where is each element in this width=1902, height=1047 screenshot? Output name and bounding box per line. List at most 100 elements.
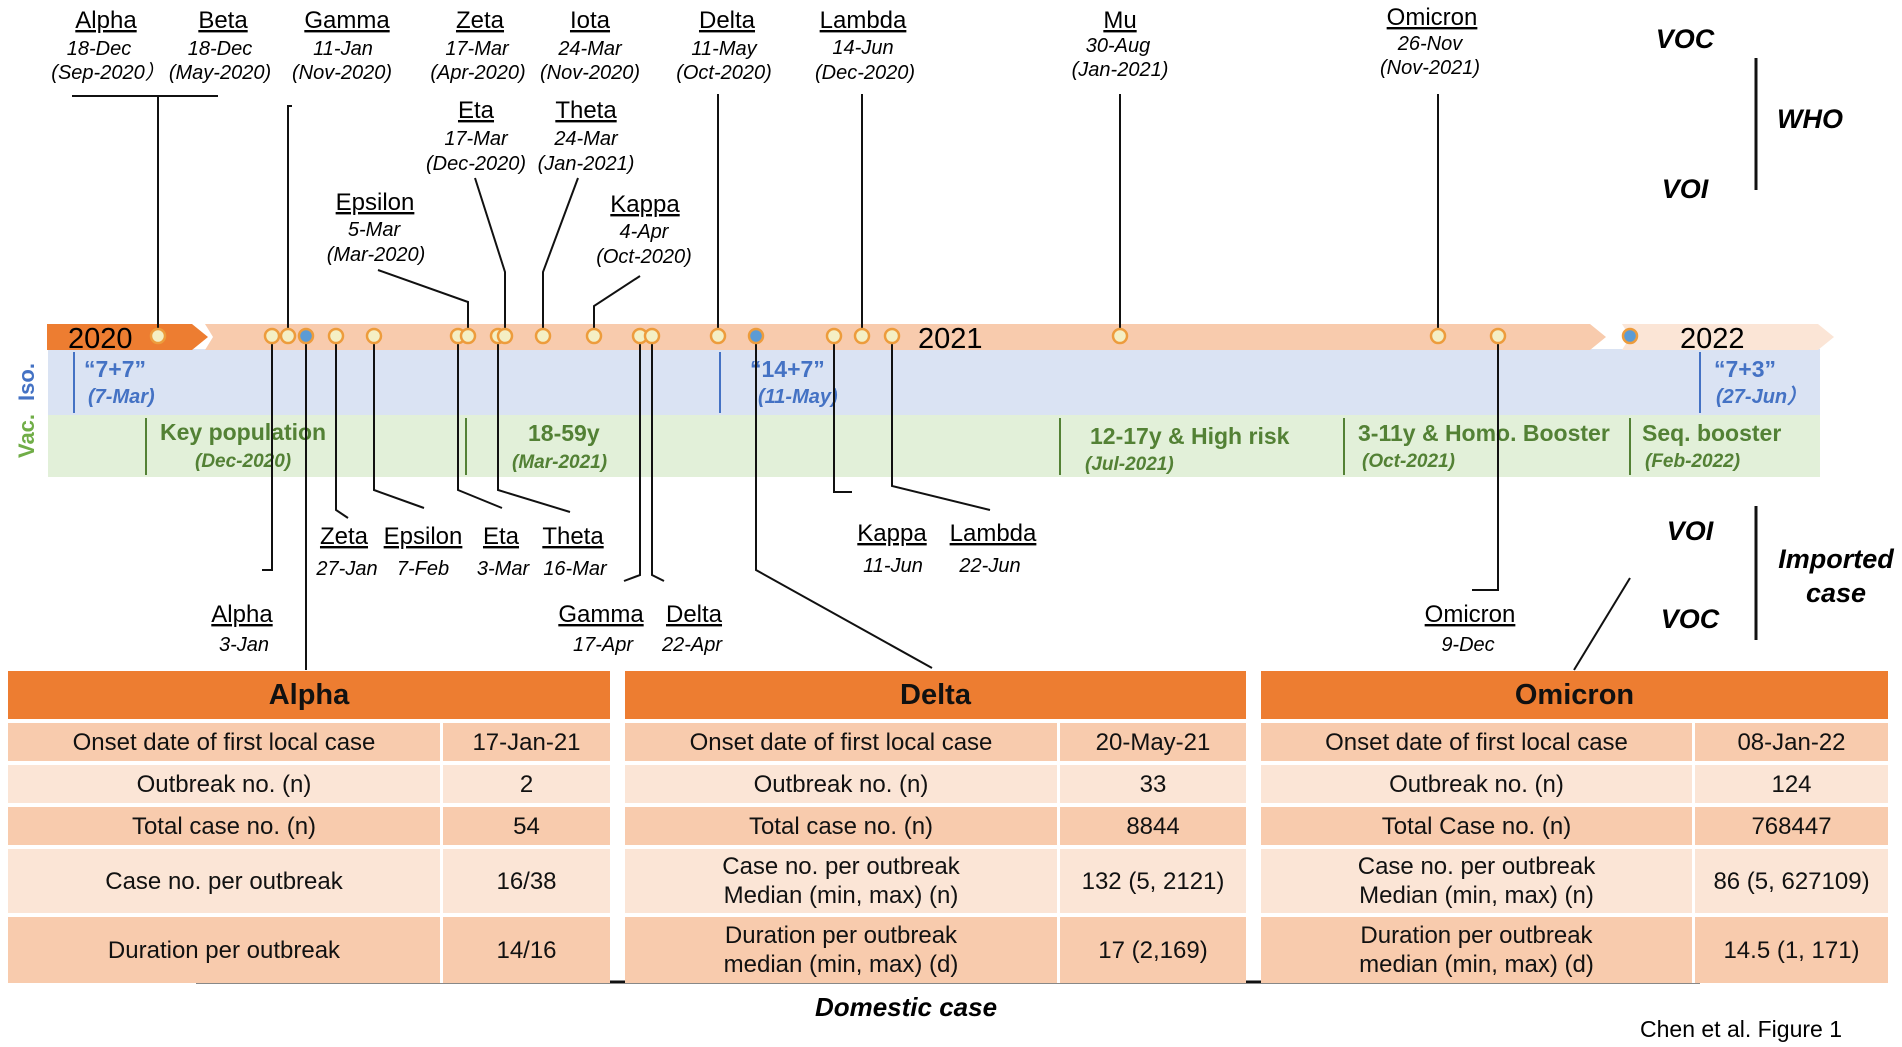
variant-origin: (Sep-2020）: [51, 61, 164, 84]
imported-variant-label: Epsilon 7-Feb: [384, 523, 463, 580]
row-value: 86 (5, 627109): [1695, 849, 1888, 913]
row-label: Outbreak no. (n): [625, 765, 1060, 803]
variant-date: 30-Aug: [1086, 35, 1151, 57]
who-connector: [474, 177, 506, 334]
variant-date: 22-Jun: [958, 555, 1020, 577]
vaccination-band: [48, 415, 1820, 477]
who-variant-label: Alpha 18-Dec (Sep-2020）: [51, 7, 164, 84]
year-2020-label: 2020: [68, 323, 133, 355]
variant-name: Kappa: [857, 520, 927, 547]
variant-date: 24-Mar: [557, 38, 623, 60]
local-case-marker: [747, 327, 765, 345]
who-variant-label: Iota 24-Mar (Nov-2020): [540, 7, 640, 84]
imported-variant-label: Eta 3-Mar: [477, 523, 531, 580]
variant-marker: [825, 327, 843, 345]
vaccination-phase-date: (Feb-2022): [1645, 451, 1740, 472]
variant-marker: [149, 327, 167, 345]
who-variant-label: Mu 30-Aug (Jan-2021): [1072, 7, 1169, 81]
variant-origin: (Dec-2020): [426, 153, 526, 175]
variant-name: Mu: [1103, 7, 1136, 34]
table-row: Outbreak no. (n)124: [1261, 765, 1888, 803]
variant-marker: [327, 327, 345, 345]
table-row: Total case no. (n)8844: [625, 807, 1247, 845]
row-label: Total Case no. (n): [1261, 807, 1695, 845]
variant-marker: [1429, 327, 1447, 345]
variant-date: 5-Mar: [348, 219, 402, 241]
vaccination-phase-date: (Oct-2021): [1362, 451, 1455, 472]
isolation-policy: “14+7” (11-May): [719, 352, 838, 413]
who-variant-label: Epsilon 5-Mar (Mar-2020): [327, 189, 426, 266]
variant-date: 4-Apr: [620, 221, 670, 243]
who-label: WHO: [1777, 104, 1843, 134]
variant-name: Delta: [699, 7, 756, 34]
who-variant-label: Kappa 4-Apr (Oct-2020): [596, 191, 692, 268]
imported-variant-label: Theta 16-Mar: [542, 523, 608, 580]
vaccination-axis-label: Vac.: [14, 414, 39, 458]
variant-date: 7-Feb: [397, 558, 449, 580]
imported-connector: [373, 340, 425, 509]
who-variant-label: Gamma 11-Jan (Nov-2020): [292, 7, 392, 84]
table-row: Total case no. (n)54: [8, 807, 610, 845]
imported-variant-label: Alpha 3-Jan: [211, 601, 273, 656]
domestic-case-label: Domestic case: [815, 992, 997, 1022]
imported-connector: [497, 340, 571, 513]
row-value: 54: [443, 807, 610, 845]
variant-origin: (Nov-2021): [1380, 57, 1480, 79]
vaccination-phase-date: (Jul-2021): [1085, 454, 1174, 475]
imported-variant-label: Omicron 9-Dec: [1425, 601, 1516, 656]
variant-date: 22-Apr: [661, 634, 723, 656]
imported-variant-label: Delta 22-Apr: [661, 601, 723, 656]
row-value: 14.5 (1, 171): [1695, 917, 1888, 983]
local-case-marker: [297, 327, 315, 345]
row-value: 768447: [1695, 807, 1888, 845]
row-label: Onset date of first local case: [1261, 723, 1695, 761]
variant-marker: [459, 327, 477, 345]
variant-name: Beta: [198, 7, 248, 34]
imported-connector: [262, 340, 273, 571]
imported-connector: [755, 340, 933, 669]
variant-origin: (Nov-2020): [292, 62, 392, 84]
row-label-line: median (min, max) (d): [723, 951, 959, 978]
imported-connector: [1573, 577, 1631, 671]
row-value: 16/38: [443, 849, 610, 913]
variant-marker: [534, 327, 552, 345]
who-variant-label: Beta 18-Dec (May-2020): [169, 7, 271, 84]
variant-date: 3-Jan: [219, 634, 269, 656]
who-variant-label: Theta 24-Mar (Jan-2021): [538, 97, 635, 175]
variant-date: 14-Jun: [832, 37, 893, 59]
variant-origin: (Mar-2020): [327, 244, 426, 266]
variant-marker: [263, 327, 281, 345]
row-label-line: Case no. per outbreak: [722, 853, 960, 880]
variant-name: Gamma: [558, 601, 644, 628]
variant-name: Theta: [542, 523, 604, 550]
isolation-policy-date: (27-Jun）: [1716, 385, 1807, 408]
variant-name: Delta: [666, 601, 723, 628]
who-connector: [287, 105, 292, 336]
vaccination-phase-group: Seq. booster: [1642, 420, 1781, 446]
variant-date: 27-Jan: [315, 558, 377, 580]
variant-name: Eta: [483, 523, 520, 550]
isolation-band: [48, 349, 1820, 415]
variant-origin: (May-2020): [169, 62, 271, 84]
who-variant-label: Eta 17-Mar (Dec-2020): [426, 97, 526, 175]
vaccination-phase-group: 18-59y: [528, 420, 600, 446]
table-row: Total Case no. (n)768447: [1261, 807, 1888, 845]
variant-origin: (Dec-2020): [815, 62, 915, 84]
row-value: 8844: [1060, 807, 1247, 845]
variant-date: 11-Jun: [863, 555, 923, 577]
variant-date: 9-Dec: [1441, 634, 1494, 656]
variant-name: Alpha: [75, 7, 137, 34]
imported-variant-label: Zeta 27-Jan: [315, 523, 377, 580]
isolation-policy-date: (7-Mar): [88, 386, 155, 408]
imported-connector: [1472, 340, 1499, 591]
vaccination-phase-group: 3-11y & Homo. Booster: [1358, 420, 1610, 446]
